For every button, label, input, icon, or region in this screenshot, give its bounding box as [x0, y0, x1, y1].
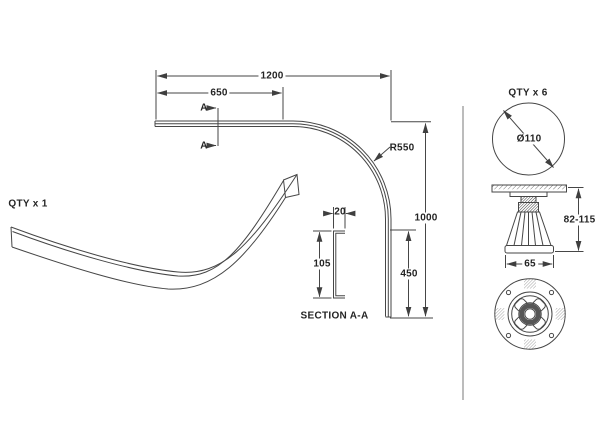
base-screw-holes [505, 289, 555, 339]
panel-qty-label: QTY x 1 [8, 198, 48, 210]
base-inner-circle [511, 295, 549, 333]
radius-leader [373, 146, 391, 162]
panel-left-end [10, 226, 13, 248]
foot-base [504, 245, 554, 254]
threaded-stem [520, 196, 537, 203]
dim-label-450: 450 [398, 268, 420, 280]
hub-center-hole [524, 308, 536, 320]
panel-lip-edge [12, 180, 284, 277]
adjuster-nut [518, 202, 539, 213]
panel-top-edge [10, 174, 298, 273]
perspective-view [10, 173, 300, 290]
dim-label-82-115: 82-115 [561, 214, 598, 226]
section-view-title: SECTION A-A [300, 310, 369, 322]
base-mid-circle [507, 291, 553, 337]
dim-label-65: 65 [522, 258, 538, 269]
base-edge-tabs [494, 279, 566, 349]
section-view [313, 207, 356, 299]
foot-top-circle [492, 102, 565, 176]
leg-cone [505, 211, 552, 246]
plate-under-step [509, 192, 548, 197]
dimension-20 [323, 207, 356, 229]
plan-panel-outline [154, 120, 392, 318]
hub-outer-ring [518, 302, 542, 326]
hub-thread-ring [519, 303, 541, 325]
section-marker-label-top: A [200, 102, 208, 114]
dim-label-1200: 1200 [258, 70, 286, 81]
section-marker-label-bottom: A [200, 140, 208, 151]
section-cut-line [206, 105, 219, 149]
section-channel-profile [333, 230, 345, 299]
dim-label-1000: 1000 [412, 212, 440, 224]
dim-label-650: 650 [208, 87, 230, 98]
foot-bottom-view [494, 278, 566, 350]
foot-elevation-view [491, 184, 584, 268]
foot-qty-label: QTY x 6 [508, 87, 548, 99]
radius-label: R550 [389, 142, 415, 153]
dim-label-20: 20 [334, 206, 346, 217]
dim-label-105: 105 [311, 258, 333, 270]
panel-bottom-edge [11, 197, 286, 290]
foot-plate [491, 184, 567, 193]
plate-hatch [492, 185, 566, 190]
diameter-label: Ø110 [514, 133, 544, 144]
panel-end-face [282, 173, 300, 199]
